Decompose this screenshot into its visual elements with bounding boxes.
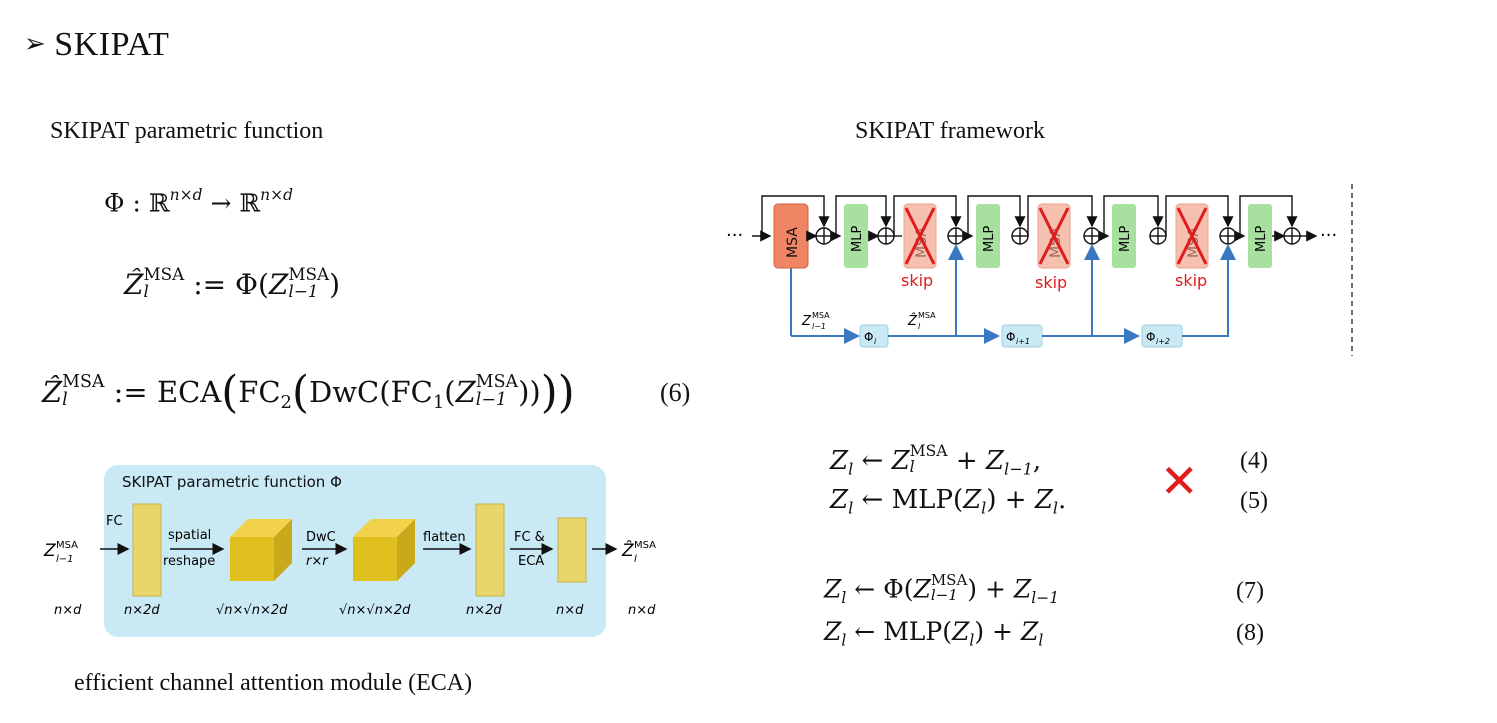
svg-text:l−1: l−1 bbox=[812, 322, 826, 331]
mlp-block-3 bbox=[1112, 204, 1136, 268]
msa-label: MSA bbox=[785, 227, 801, 258]
rxr-label: r×r bbox=[306, 554, 329, 569]
bar-3 bbox=[557, 517, 587, 583]
ellipsis-left: ··· bbox=[726, 225, 743, 246]
svg-text:Ẑ: Ẑ bbox=[907, 313, 918, 329]
left-footer: efficient channel attention module (ECA) bbox=[74, 670, 473, 696]
dim-3: √n×√n×2d bbox=[339, 603, 411, 618]
skip-label-2: skip bbox=[1035, 273, 1067, 292]
equation-phi-mapping: Φ : ℝn×d → ℝn×d bbox=[104, 186, 294, 218]
mlp-label-1: MLP bbox=[850, 226, 865, 252]
svg-text:l−1: l−1 bbox=[56, 554, 74, 565]
svg-text:MSA: MSA bbox=[812, 311, 830, 320]
mlp-block-4 bbox=[1248, 204, 1272, 268]
mlp-label-3: MLP bbox=[1118, 226, 1133, 252]
dim-1: n×2d bbox=[124, 603, 160, 618]
fc-eca-label-2: ECA bbox=[518, 554, 544, 569]
dim-in: n×d bbox=[54, 603, 82, 618]
equation-6-number: (6) bbox=[660, 378, 691, 407]
output-label: Ẑ MSA l bbox=[621, 539, 656, 565]
zhat-label: Ẑ MSA l bbox=[907, 311, 936, 331]
right-heading: SKIPAT framework bbox=[855, 118, 1045, 144]
phi-i2-label: Φ bbox=[1146, 330, 1155, 344]
equation-5: Zl ← MLP(Zl) + Zl. bbox=[830, 485, 1067, 518]
title-text: SKIPAT bbox=[54, 26, 170, 63]
svg-text:l: l bbox=[918, 322, 921, 331]
svg-text:Z: Z bbox=[801, 314, 812, 329]
phi-i2-sub: i+2 bbox=[1156, 337, 1170, 346]
mlp-label-4: MLP bbox=[1254, 226, 1269, 252]
fc-label: FC bbox=[106, 514, 123, 529]
svg-text:MSA: MSA bbox=[56, 540, 78, 551]
dim-5: n×d bbox=[556, 603, 584, 618]
dim-2: √n×√n×2d bbox=[216, 603, 288, 618]
svg-text:Ẑ: Ẑ bbox=[621, 539, 634, 561]
svg-text:l: l bbox=[634, 554, 637, 565]
svg-text:MSA: MSA bbox=[918, 311, 936, 320]
spatial-label: spatial bbox=[168, 528, 211, 543]
skip-label-3: skip bbox=[1175, 271, 1207, 290]
cube-1 bbox=[230, 519, 292, 581]
mlp-block-1 bbox=[844, 204, 868, 268]
cube-2 bbox=[353, 519, 415, 581]
dwc-label: DwC bbox=[306, 530, 336, 545]
phi-i-label: Φ bbox=[864, 330, 873, 344]
input-label: Z MSA l−1 bbox=[43, 540, 78, 565]
flatten-label: flatten bbox=[423, 530, 466, 545]
equation-8-number: (8) bbox=[1236, 620, 1264, 646]
diagram-title: SKIPAT parametric function Φ bbox=[122, 473, 342, 491]
dim-4: n×2d bbox=[466, 603, 502, 618]
svg-text:MSA: MSA bbox=[634, 540, 656, 551]
phi-i1-sub: i+1 bbox=[1016, 337, 1030, 346]
equation-5-number: (5) bbox=[1240, 488, 1268, 514]
fc-eca-label-1: FC & bbox=[514, 530, 545, 545]
left-heading: SKIPAT parametric function bbox=[50, 118, 324, 144]
bar-2 bbox=[475, 503, 505, 597]
cross-mark-icon: ✕ bbox=[1160, 454, 1199, 508]
bar-1 bbox=[132, 503, 162, 597]
dim-out: n×d bbox=[628, 603, 656, 618]
equation-7-number: (7) bbox=[1236, 578, 1264, 604]
z-input-label: Z MSA l−1 bbox=[801, 311, 830, 331]
phi-i1-label: Φ bbox=[1006, 330, 1015, 344]
equation-8: Zl ← MLP(Zl) + Zl bbox=[824, 617, 1044, 650]
framework-diagram: ··· MSA MLP MSA skip MLP MSA skip MLP MS… bbox=[726, 184, 1353, 356]
phi-i-sub: i bbox=[874, 337, 877, 346]
skip-label-1: skip bbox=[901, 271, 933, 290]
parametric-function-diagram: SKIPAT parametric function Φ Z MSA l−1 F… bbox=[43, 465, 656, 637]
equation-4-number: (4) bbox=[1240, 448, 1268, 474]
reshape-label: reshape bbox=[163, 554, 215, 569]
ellipsis-right: ··· bbox=[1320, 225, 1337, 246]
mlp-block-2 bbox=[976, 204, 1000, 268]
svg-text:Z: Z bbox=[43, 541, 56, 561]
arrow-bullet-icon: ➢ bbox=[24, 29, 47, 59]
mlp-label-2: MLP bbox=[982, 226, 997, 252]
slide-title: ➢SKIPAT bbox=[24, 26, 169, 64]
